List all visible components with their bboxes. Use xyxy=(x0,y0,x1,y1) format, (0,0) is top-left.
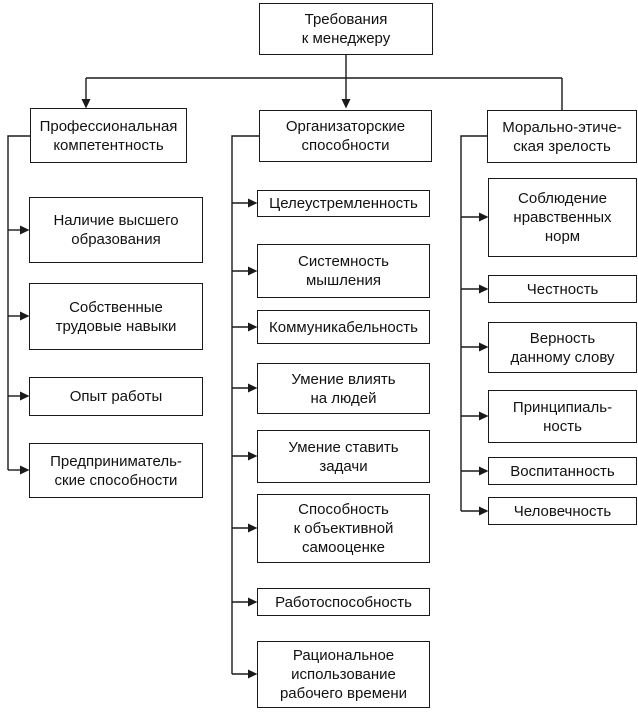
middle-spine xyxy=(231,135,259,675)
item-work-experience: Опыт работы xyxy=(29,377,203,416)
arrow-right-icon xyxy=(248,451,258,461)
middle-spine-arrowheads xyxy=(248,198,258,679)
arrow-right-icon xyxy=(479,506,489,516)
root-requirements-box: Требования к менеджеру xyxy=(259,3,433,55)
arrow-right-icon xyxy=(248,266,258,276)
left-spine-arrowheads xyxy=(20,225,30,475)
header-moral-ethical-maturity: Морально-этиче- ская зрелость xyxy=(487,110,637,163)
arrow-right-icon xyxy=(248,322,258,332)
item-honesty: Честность xyxy=(488,275,637,303)
item-moral-norms: Соблюдение нравственных норм xyxy=(488,178,637,257)
top-connector-arrowheads xyxy=(81,99,351,109)
arrow-right-icon xyxy=(479,284,489,294)
right-spine xyxy=(460,135,487,512)
top-connector xyxy=(85,55,563,110)
arrow-right-icon xyxy=(479,212,489,222)
arrow-right-icon xyxy=(248,669,258,679)
arrow-right-icon xyxy=(248,383,258,393)
arrow-right-icon xyxy=(248,523,258,533)
arrow-right-icon xyxy=(20,391,30,401)
arrow-right-icon xyxy=(479,466,489,476)
right-spine-arrowheads xyxy=(479,212,489,516)
arrow-right-icon xyxy=(20,465,30,475)
arrow-down-icon xyxy=(341,99,351,109)
item-rational-time-use: Рациональное использование рабочего врем… xyxy=(257,641,430,708)
header-professional-competence: Профессиональная компетентность xyxy=(30,108,187,163)
arrow-right-icon xyxy=(20,311,30,321)
item-entrepreneurial-abilities: Предприниматель- ские способности xyxy=(29,443,203,498)
item-systems-thinking: Системность мышления xyxy=(257,244,430,298)
item-own-work-skills: Собственные трудовые навыки xyxy=(29,283,203,350)
left-spine xyxy=(7,135,30,471)
item-set-tasks: Умение ставить задачи xyxy=(257,430,430,483)
item-working-capacity: Работоспособность xyxy=(257,588,430,616)
arrow-right-icon xyxy=(248,597,258,607)
item-purposefulness: Целеустремленность xyxy=(257,190,430,217)
item-faithfulness-to-word: Верность данному слову xyxy=(488,322,637,373)
arrow-right-icon xyxy=(479,411,489,421)
arrow-right-icon xyxy=(20,225,30,235)
item-good-manners: Воспитанность xyxy=(488,457,637,485)
item-humanity: Человечность xyxy=(488,497,637,525)
arrow-right-icon xyxy=(479,342,489,352)
item-objective-self-assessment: Способность к объективной самооценке xyxy=(257,494,430,563)
item-communicability: Коммуникабельность xyxy=(257,310,430,344)
item-higher-education: Наличие высшего образования xyxy=(29,197,203,263)
item-principledness: Принципиаль- ность xyxy=(488,390,637,443)
item-influence-people: Умение влиять на людей xyxy=(257,363,430,414)
header-organizational-abilities: Организаторские способности xyxy=(259,110,432,162)
arrow-right-icon xyxy=(248,198,258,208)
arrow-down-icon xyxy=(81,99,91,109)
